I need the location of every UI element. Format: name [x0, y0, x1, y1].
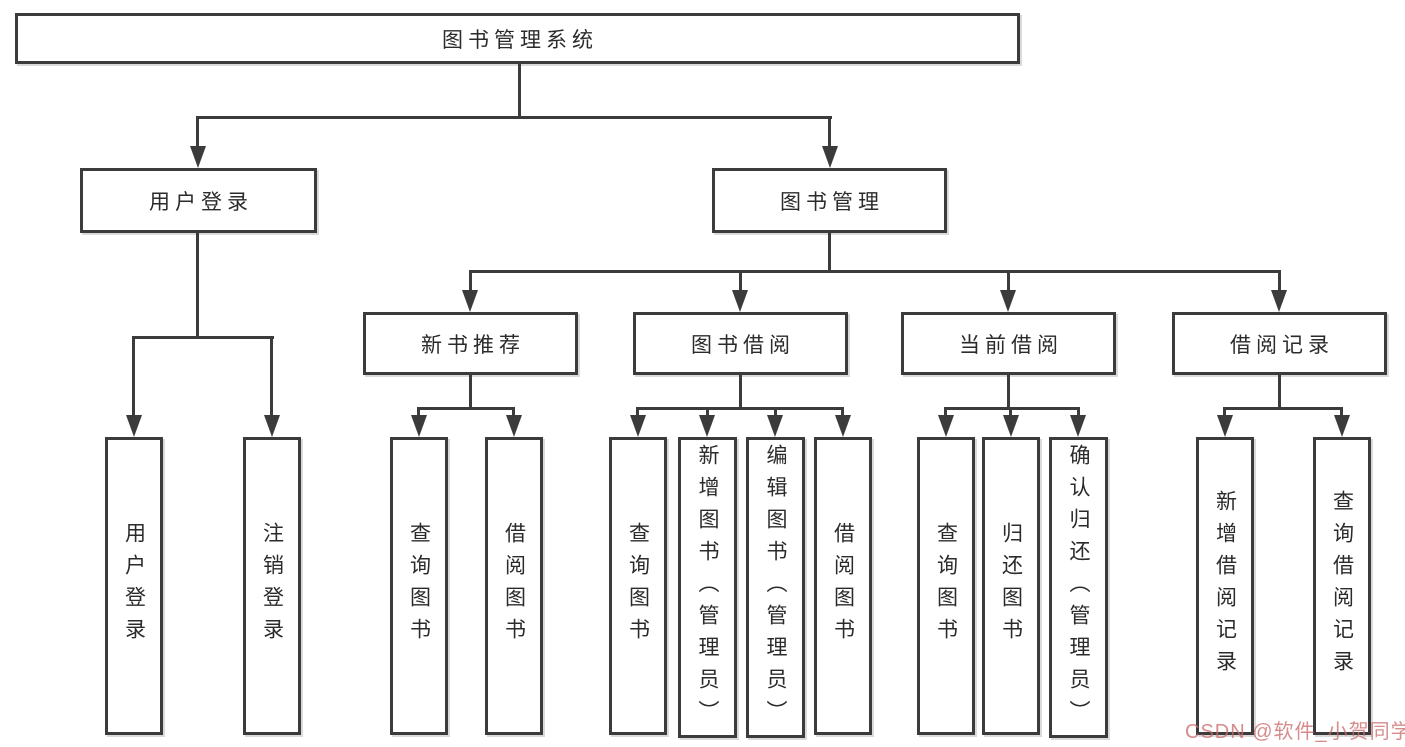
connector-line — [944, 407, 947, 416]
connector-line — [739, 375, 742, 407]
connector-line — [1340, 407, 1343, 416]
arrowhead — [411, 415, 427, 437]
arrowhead — [822, 146, 838, 168]
connector-line — [270, 336, 273, 416]
node-book-management-label: 图书管理 — [780, 190, 884, 214]
leaf-recommend-query-books-label: 查询图书 — [407, 522, 431, 650]
arrowhead — [835, 415, 851, 437]
arrowhead — [630, 415, 646, 437]
leaf-recommend-borrow-books: 借阅图书 — [485, 437, 543, 735]
arrowhead — [264, 415, 280, 437]
leaf-current-query-books-label: 查询图书 — [934, 522, 958, 650]
leaf-add-books-admin-label: 新增图书（管理员） — [696, 443, 719, 732]
connector-line — [1007, 270, 1010, 292]
arrowhead — [1217, 415, 1233, 437]
leaf-confirm-return-admin-label: 确认归还（管理员） — [1067, 443, 1090, 732]
connector-line — [739, 270, 742, 292]
connector-line — [1077, 407, 1080, 416]
leaf-borrowing-borrow-books-label: 借阅图书 — [831, 522, 855, 650]
connector-line — [196, 233, 199, 336]
connector-line — [636, 407, 639, 416]
arrowhead — [1000, 290, 1016, 312]
arrowhead — [126, 415, 142, 437]
leaf-return-books-label: 归还图书 — [999, 522, 1023, 650]
connector-line — [706, 407, 709, 416]
connector-line — [1223, 407, 1226, 416]
connector-line — [1278, 375, 1281, 407]
leaf-user-login: 用户登录 — [105, 437, 163, 735]
node-borrowing-records: 借阅记录 — [1172, 312, 1387, 375]
connector-line — [469, 375, 472, 407]
leaf-edit-books-admin-label: 编辑图书（管理员） — [764, 443, 787, 732]
leaf-return-books: 归还图书 — [982, 437, 1040, 735]
arrowhead — [1271, 290, 1287, 312]
arrowhead — [462, 290, 478, 312]
connector-line — [828, 116, 831, 147]
arrowhead — [190, 146, 206, 168]
connector-line — [417, 407, 420, 416]
connector-line — [1278, 270, 1281, 292]
leaf-add-books-admin: 新增图书（管理员） — [678, 437, 737, 738]
connector-line — [944, 407, 1080, 410]
arrowhead — [1070, 415, 1086, 437]
leaf-borrowing-query-books-label: 查询图书 — [626, 522, 650, 650]
leaf-query-borrow-record: 查询借阅记录 — [1313, 437, 1371, 735]
connector-line — [469, 270, 472, 292]
node-user-login-label: 用户登录 — [149, 190, 253, 214]
node-current-borrowing-label: 当前借阅 — [959, 333, 1063, 357]
leaf-add-borrow-record-label: 新增借阅记录 — [1213, 490, 1237, 682]
arrowhead — [938, 415, 954, 437]
connector-line — [828, 233, 831, 270]
leaf-edit-books-admin: 编辑图书（管理员） — [746, 437, 805, 738]
connector-line — [417, 407, 515, 410]
node-book-borrowing: 图书借阅 — [633, 312, 848, 375]
connector-line — [132, 336, 135, 416]
connector-line — [512, 407, 515, 416]
connector-line — [518, 64, 521, 116]
connector-line — [469, 270, 1281, 273]
node-borrowing-records-label: 借阅记录 — [1230, 333, 1334, 357]
connector-line — [1009, 407, 1012, 416]
arrowhead — [506, 415, 522, 437]
leaf-borrowing-query-books: 查询图书 — [609, 437, 667, 735]
connector-line — [132, 336, 274, 339]
arrowhead — [699, 415, 715, 437]
node-book-borrowing-label: 图书借阅 — [691, 333, 795, 357]
leaf-user-login-label: 用户登录 — [122, 522, 146, 650]
connector-line — [774, 407, 777, 416]
node-root: 图书管理系统 — [15, 13, 1020, 64]
leaf-query-borrow-record-label: 查询借阅记录 — [1330, 490, 1354, 682]
connector-line — [636, 407, 844, 410]
connector-line — [1223, 407, 1343, 410]
leaf-current-query-books: 查询图书 — [917, 437, 975, 735]
node-current-borrowing: 当前借阅 — [901, 312, 1116, 375]
node-root-label: 图书管理系统 — [442, 28, 598, 52]
leaf-add-borrow-record: 新增借阅记录 — [1196, 437, 1254, 735]
leaf-logout: 注销登录 — [243, 437, 301, 735]
node-book-management: 图书管理 — [712, 168, 947, 233]
connector-line — [1007, 375, 1010, 407]
node-new-book-recommend: 新书推荐 — [363, 312, 578, 375]
connector-line — [196, 116, 199, 147]
arrowhead — [1003, 415, 1019, 437]
node-user-login: 用户登录 — [80, 168, 317, 233]
leaf-recommend-borrow-books-label: 借阅图书 — [502, 522, 526, 650]
arrowhead — [1334, 415, 1350, 437]
connector-line — [841, 407, 844, 416]
arrowhead — [732, 290, 748, 312]
leaf-confirm-return-admin: 确认归还（管理员） — [1049, 437, 1108, 738]
connector-line — [196, 116, 832, 119]
leaf-recommend-query-books: 查询图书 — [390, 437, 448, 735]
leaf-logout-label: 注销登录 — [260, 522, 284, 650]
node-new-book-recommend-label: 新书推荐 — [421, 333, 525, 357]
leaf-borrowing-borrow-books: 借阅图书 — [814, 437, 872, 735]
arrowhead — [767, 415, 783, 437]
